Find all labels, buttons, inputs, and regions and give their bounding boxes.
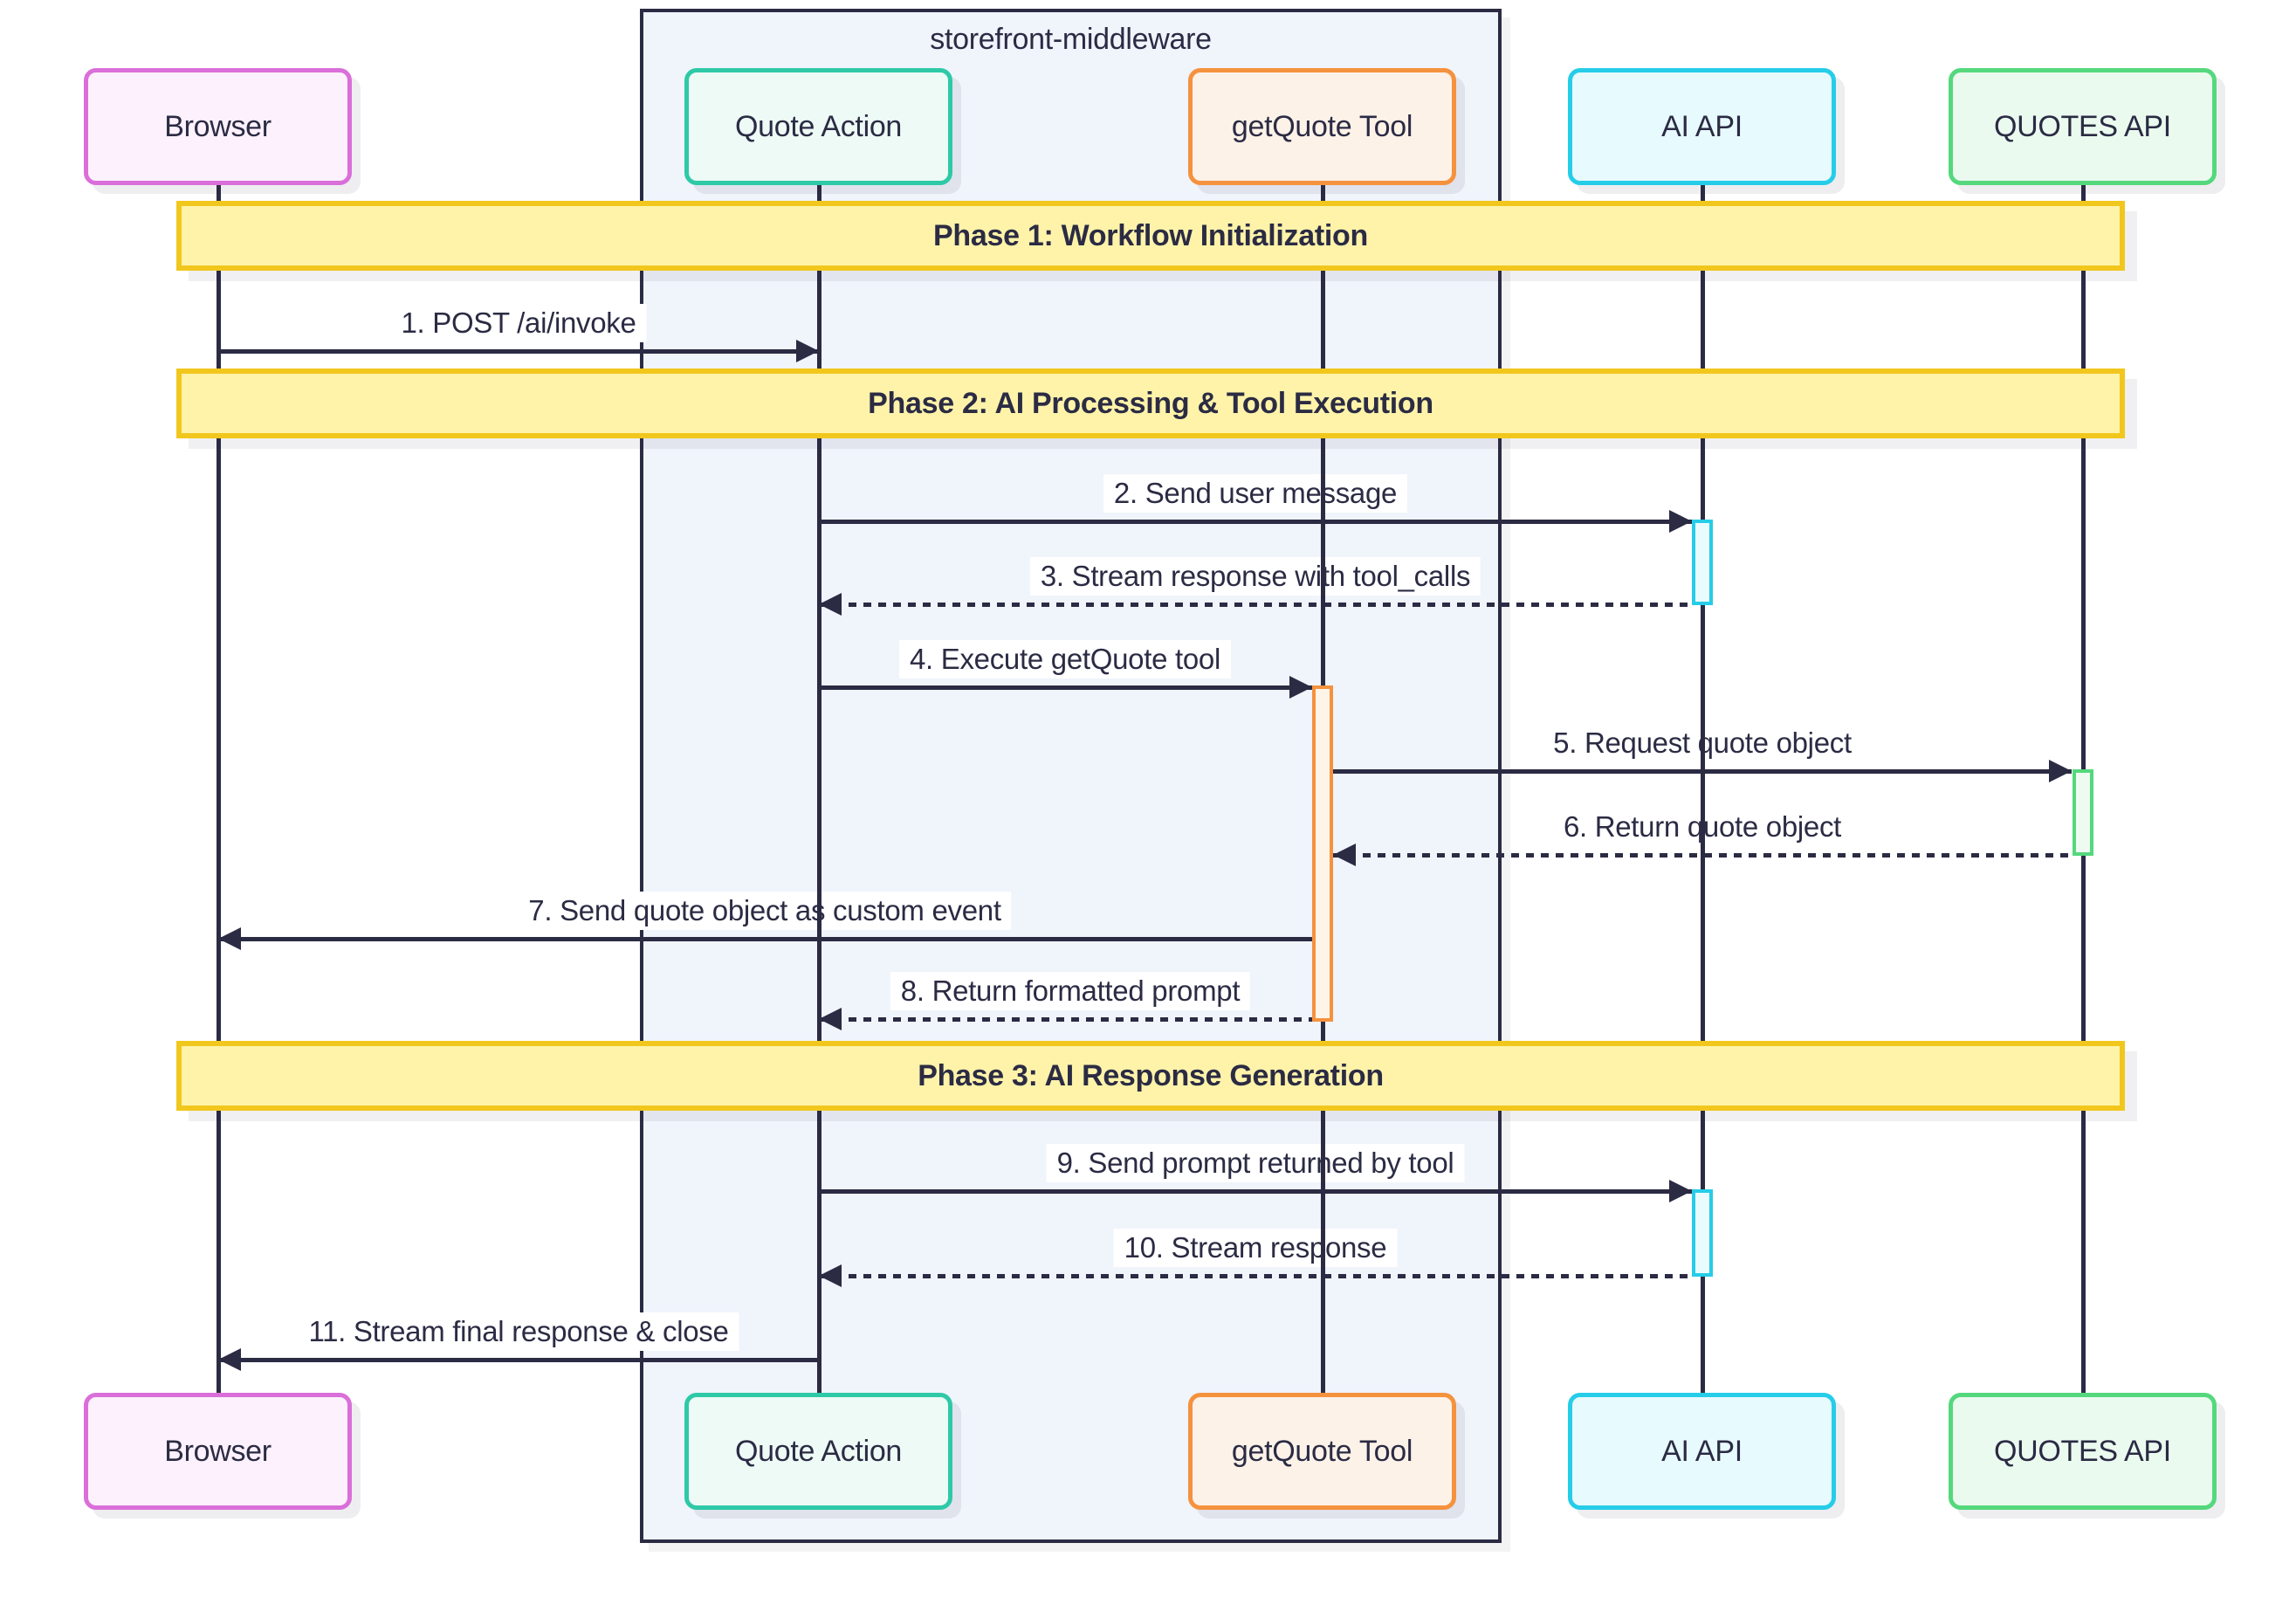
message-8-label: 8. Return formatted prompt bbox=[890, 972, 1251, 1010]
arrowhead-icon bbox=[1289, 676, 1312, 699]
phase-band-3: Phase 3: AI Response Generation bbox=[176, 1041, 2125, 1111]
message-4-line bbox=[819, 676, 1312, 699]
activation-ai-api-1 bbox=[1692, 520, 1713, 605]
participant-ai-api-top: AI API bbox=[1568, 68, 1836, 185]
message-3-label: 3. Stream response with tool_calls bbox=[1029, 557, 1481, 596]
participant-quote-action-bottom: Quote Action bbox=[684, 1393, 952, 1510]
activation-quotes-api bbox=[2073, 769, 2093, 856]
arrowhead-icon bbox=[2049, 760, 2072, 782]
lifeline-quote-action bbox=[817, 185, 821, 1393]
activation-ai-api-2 bbox=[1692, 1189, 1713, 1277]
arrowhead-icon bbox=[819, 593, 842, 616]
lifeline-ai-api bbox=[1701, 185, 1705, 1393]
message-2-label: 2. Send user message bbox=[1103, 474, 1408, 513]
message-2-line bbox=[819, 510, 1692, 533]
message-10-line bbox=[819, 1264, 1692, 1287]
participant-browser-bottom: Browser bbox=[84, 1393, 352, 1510]
message-7-line bbox=[218, 927, 1312, 950]
activation-getquote-tool bbox=[1312, 685, 1333, 1022]
participant-quotes-api-top: QUOTES API bbox=[1949, 68, 2217, 185]
message-8-line bbox=[819, 1008, 1323, 1030]
message-7-label: 7. Send quote object as custom event bbox=[518, 892, 1012, 930]
arrowhead-icon bbox=[218, 1348, 241, 1371]
message-10-label: 10. Stream response bbox=[1113, 1229, 1398, 1267]
arrowhead-icon bbox=[1333, 844, 1356, 866]
message-1-line bbox=[218, 340, 819, 362]
arrowhead-icon bbox=[218, 927, 241, 950]
arrowhead-icon bbox=[819, 1008, 842, 1030]
middleware-label: storefront-middleware bbox=[930, 23, 1212, 56]
message-11-line bbox=[218, 1348, 819, 1371]
phase-band-1: Phase 1: Workflow Initialization bbox=[176, 201, 2125, 271]
arrowhead-icon bbox=[796, 340, 819, 362]
arrowhead-icon bbox=[819, 1264, 842, 1287]
participant-quote-action-top: Quote Action bbox=[684, 68, 952, 185]
participant-ai-api-bottom: AI API bbox=[1568, 1393, 1836, 1510]
participant-quotes-api-bottom: QUOTES API bbox=[1949, 1393, 2217, 1510]
lifeline-browser bbox=[217, 185, 221, 1393]
participant-getquote-tool-bottom: getQuote Tool bbox=[1188, 1393, 1456, 1510]
arrowhead-icon bbox=[1669, 510, 1692, 533]
message-9-label: 9. Send prompt returned by tool bbox=[1046, 1144, 1465, 1182]
message-1-label: 1. POST /ai/invoke bbox=[390, 304, 647, 342]
arrowhead-icon bbox=[1669, 1180, 1692, 1202]
message-9-line bbox=[819, 1180, 1692, 1202]
participant-browser-top: Browser bbox=[84, 68, 352, 185]
message-11-label: 11. Stream final response & close bbox=[298, 1312, 739, 1351]
participant-getquote-tool-top: getQuote Tool bbox=[1188, 68, 1456, 185]
message-3-line bbox=[819, 593, 1692, 616]
phase-band-2: Phase 2: AI Processing & Tool Execution bbox=[176, 369, 2125, 438]
message-4-label: 4. Execute getQuote tool bbox=[898, 640, 1232, 678]
